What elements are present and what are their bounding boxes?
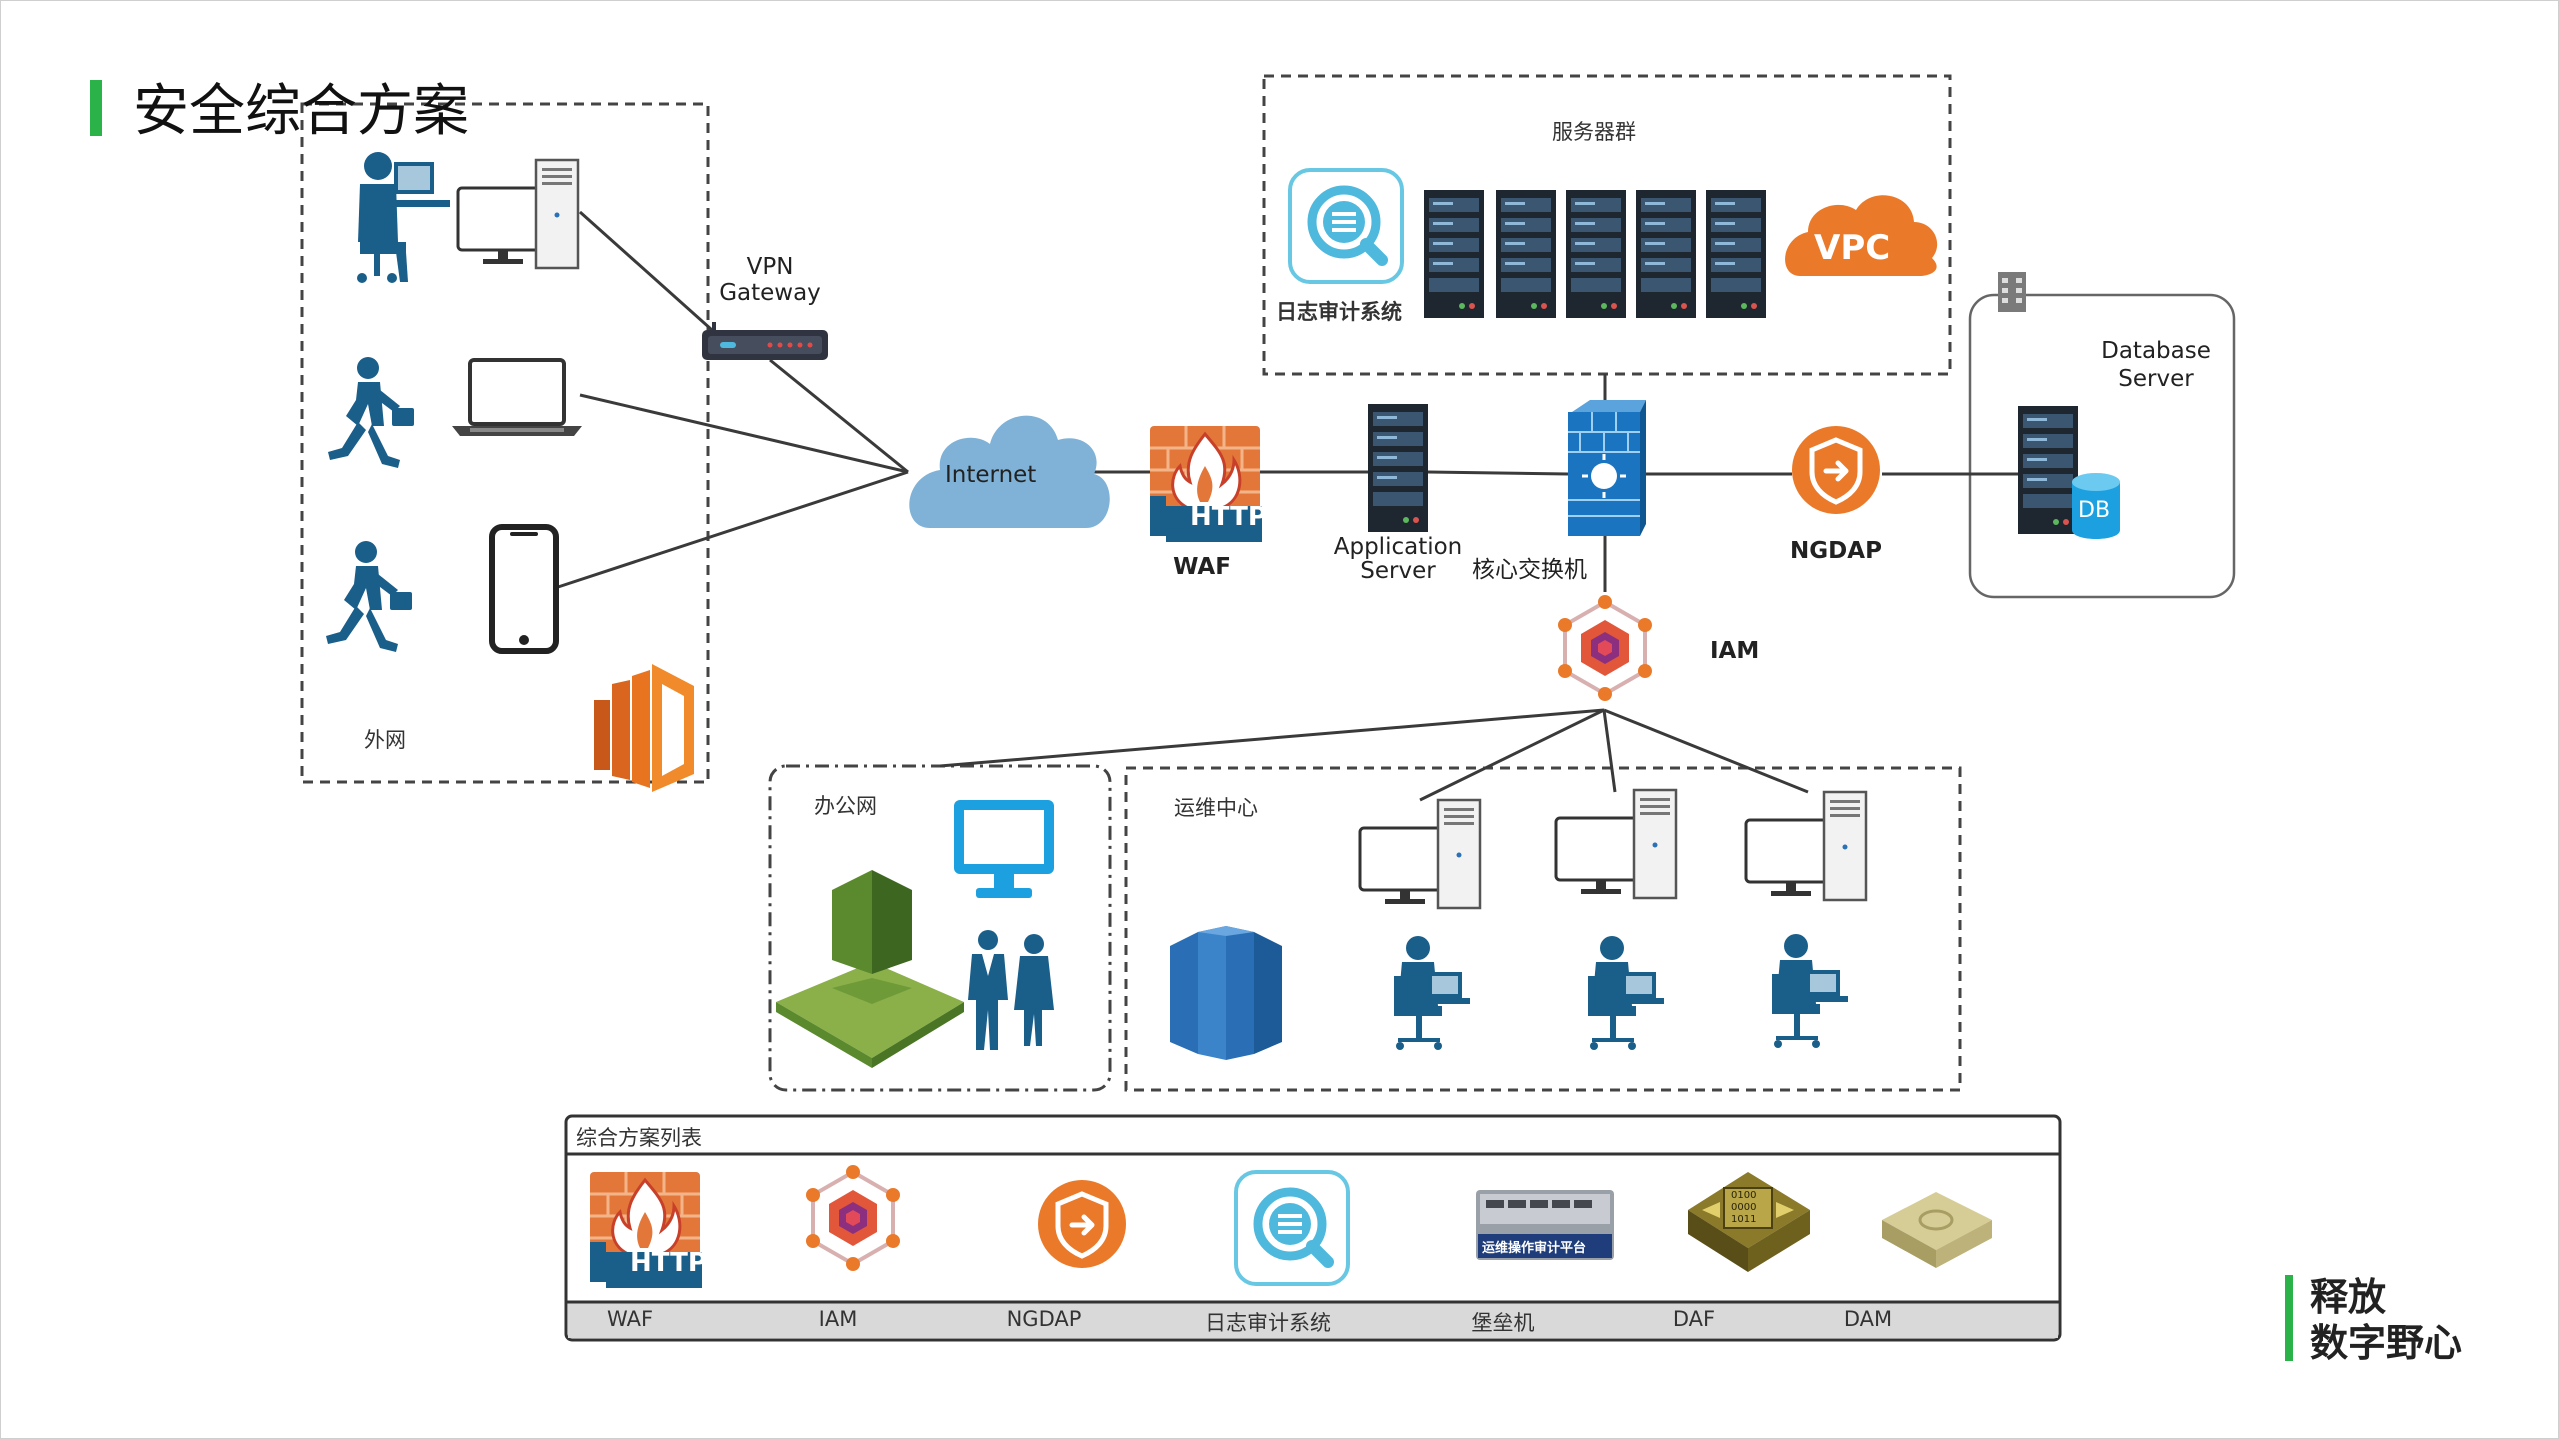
server-rack-4-icon <box>1636 190 1696 318</box>
ngdap-label: NGDAP <box>1790 538 1882 564</box>
list-waf-http-text: HTTP <box>630 1248 707 1278</box>
server-rack-2-icon <box>1496 190 1556 318</box>
application-server-icon <box>1368 404 1428 532</box>
list-item-daf: DAF <box>1672 1307 1716 1331</box>
app-server-label-2: Server <box>1360 558 1436 584</box>
db-server-label-1: Database <box>2101 338 2211 364</box>
slogan-line-2: 数字野心 <box>2310 1321 2463 1365</box>
server-rack-1-icon <box>1424 190 1484 318</box>
solution-list-title: 综合方案列表 <box>576 1126 702 1150</box>
ops-operator-2-icon <box>1588 936 1664 1050</box>
list-dam-icon <box>1882 1192 1992 1268</box>
ops-operator-3-icon <box>1772 934 1848 1048</box>
daf-bits-1: 0100 <box>1731 1190 1757 1201</box>
daf-bits-3: 1011 <box>1731 1214 1757 1225</box>
zone-servers-label: 服务器群 <box>1552 120 1636 144</box>
daf-bits-2: 0000 <box>1731 1202 1757 1213</box>
waf-http-text: HTTP <box>1190 502 1267 532</box>
aws-database-icon <box>1170 926 1282 1060</box>
zone-db <box>1968 293 2236 599</box>
runner-laptop-user-icon <box>328 357 414 468</box>
runner-phone-user-icon <box>326 541 412 652</box>
desktop-computer-icon <box>456 158 580 270</box>
slogan-accent-bar <box>2285 1275 2293 1361</box>
bastion-plate-text: 运维操作审计平台 <box>1482 1241 1587 1256</box>
list-item-log-audit: 日志审计系统 <box>1205 1311 1331 1335</box>
ops-operator-1-icon <box>1394 936 1470 1050</box>
core-switch-icon <box>1568 400 1646 536</box>
worker-icon <box>357 152 450 283</box>
laptop-icon <box>452 358 582 436</box>
db-text: DB <box>2078 498 2111 523</box>
zone-external <box>300 102 710 784</box>
connections <box>554 210 2022 802</box>
db-server-label-2: Server <box>2118 366 2194 392</box>
zone-office-label: 办公网 <box>814 794 877 818</box>
ops-desktop-1-icon <box>1358 798 1482 910</box>
aws-storage-icon <box>776 870 964 1068</box>
internet-cloud-icon <box>909 415 1110 528</box>
list-item-ngdap: NGDAP <box>1006 1307 1082 1331</box>
vpn-gateway-icon <box>702 322 828 360</box>
aws-cdn-icon <box>594 664 694 792</box>
page-title: 安全综合方案 <box>133 79 469 144</box>
slogan-line-1: 释放 <box>2310 1275 2387 1319</box>
list-ngdap-icon <box>1038 1180 1126 1268</box>
building-icon <box>1998 272 2026 312</box>
list-log-audit-icon <box>1236 1172 1348 1284</box>
vpn-label-1: VPN <box>746 254 794 280</box>
list-item-iam: IAM <box>818 1307 858 1331</box>
iam-icon <box>1556 593 1654 703</box>
log-audit-label: 日志审计系统 <box>1276 300 1402 324</box>
list-item-dam: DAM <box>1843 1307 1893 1331</box>
server-rack-5-icon <box>1706 190 1766 318</box>
core-switch-label: 核心交换机 <box>1472 557 1587 583</box>
list-item-bastion: 堡垒机 <box>1471 1311 1535 1335</box>
business-people-icon <box>968 930 1054 1050</box>
zone-external-label: 外网 <box>364 728 406 752</box>
list-daf-icon <box>1688 1172 1810 1272</box>
zone-ops <box>1124 766 1962 1092</box>
zone-ops-label: 运维中心 <box>1174 796 1258 820</box>
iam-label: IAM <box>1710 638 1760 664</box>
database-cylinder-icon <box>2072 473 2120 539</box>
monitor-icon <box>954 800 1054 898</box>
list-item-waf: WAF <box>606 1307 654 1331</box>
server-rack-3-icon <box>1566 190 1626 318</box>
ops-desktop-2-icon <box>1554 788 1678 900</box>
ngdap-shield-icon <box>1792 426 1880 514</box>
vpc-cloud-icon <box>1785 195 1938 276</box>
internet-label: Internet <box>945 462 1037 488</box>
waf-label: WAF <box>1173 554 1231 580</box>
app-server-label-1: Application <box>1333 534 1463 560</box>
smartphone-icon <box>489 524 559 654</box>
title-accent-bar <box>90 80 102 136</box>
list-bastion-icon <box>1476 1190 1614 1260</box>
vpn-label-2: Gateway <box>719 280 821 306</box>
zone-servers <box>1262 74 1952 376</box>
vpc-text: VPC <box>1814 228 1891 268</box>
log-audit-icon <box>1290 170 1402 282</box>
database-server-rack-icon <box>2018 406 2078 534</box>
ops-desktop-3-icon <box>1744 790 1868 902</box>
